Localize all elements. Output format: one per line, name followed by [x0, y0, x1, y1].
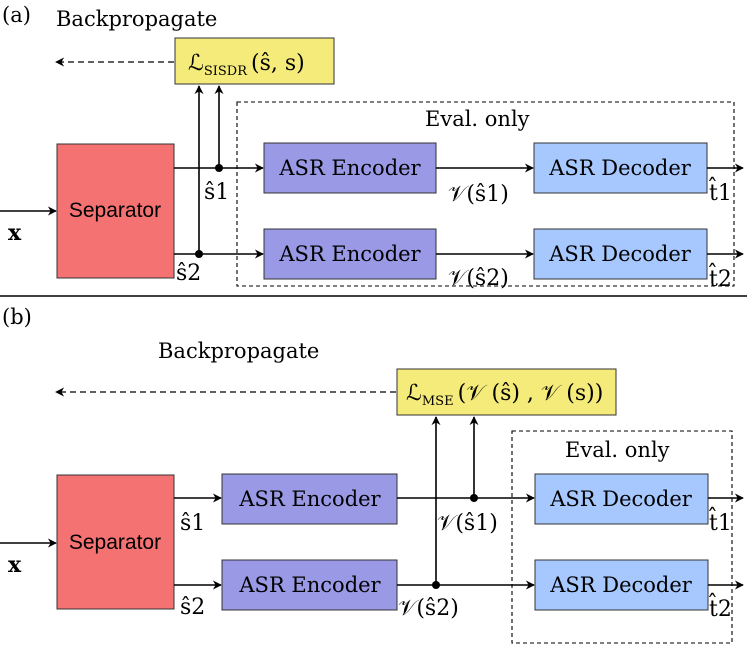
panel-b-decoder-1: [534, 473, 709, 525]
panel-a-t1-label: t̂1: [709, 177, 732, 206]
panel-a-encoder-2-label: ASR Encoder: [278, 242, 421, 266]
panel-a-separator-box: [56, 143, 175, 279]
panel-b-encoder-2: [221, 559, 398, 611]
panel-a-loss-sub: SISDR: [204, 64, 248, 79]
panel-a-eval-box: [236, 101, 735, 287]
panel-a-decoder-2-label: ASR Decoder: [548, 242, 692, 266]
panel-a-t2-label: t̂2: [709, 263, 732, 292]
panel-b-s1-label: ŝ1: [180, 511, 205, 536]
panel-b-encoder-1-label: ASR Encoder: [238, 487, 381, 511]
panel-a-backprop-label: Backpropagate: [56, 7, 217, 31]
panel-a-encoder-1: [263, 142, 437, 194]
panel-b-decoder-1-label: ASR Decoder: [549, 487, 693, 511]
panel-b-backprop-label: Backpropagate: [158, 339, 319, 363]
panel-b-encoder-2-label: ASR Encoder: [238, 573, 381, 597]
panel-a-s2-label: ŝ2: [176, 261, 201, 286]
panel-a-s1-label: ŝ1: [204, 180, 229, 205]
panel-b: (b) Backpropagate ℒMSE (𝒱 (ŝ) , 𝒱 (s)) Ev…: [0, 305, 744, 644]
panel-b-loss-main: ℒ: [406, 381, 422, 406]
panel-b-eval-box: [511, 430, 733, 644]
panel-b-input-label: x: [8, 552, 22, 578]
panel-b-separator-box: [56, 474, 175, 610]
panel-b-v1-label: 𝒱(ŝ1): [437, 511, 498, 536]
panel-a-s1-text: ŝ1: [204, 180, 229, 205]
panel-a-separator-label: Separator: [69, 199, 161, 222]
panel-a-v2-label: 𝒱(ŝ2): [448, 266, 509, 291]
panel-a-v1-label: 𝒱(ŝ1): [448, 182, 509, 207]
panel-a-loss-label: ℒSISDR(ŝ, s): [188, 51, 305, 79]
panel-b-s2-label: ŝ2: [180, 595, 205, 620]
panel-a-eval-label: Eval. only: [425, 107, 530, 131]
panel-b-loss-args: (𝒱 (ŝ) , 𝒱 (s)): [458, 381, 604, 406]
panel-a-input-label: x: [8, 220, 22, 246]
panel-b-t2-label: t̂2: [709, 593, 732, 622]
panel-a: (a) Backpropagate ℒSISDR(ŝ, s) Eval. onl…: [0, 3, 744, 292]
panel-a-decoder-2: [533, 228, 708, 280]
panel-b-v2-label: 𝒱(ŝ2): [398, 596, 459, 621]
panel-a-decoder-1: [533, 142, 708, 194]
panel-b-encoder-1: [221, 473, 398, 525]
panel-a-decoder-1-label: ASR Decoder: [548, 156, 692, 180]
panel-b-tag: (b): [2, 305, 32, 329]
panel-b-decoder-2: [534, 559, 709, 611]
panel-b-eval-label: Eval. only: [565, 438, 670, 462]
panel-b-loss-box: [396, 368, 617, 416]
panel-a-loss-box: [174, 37, 335, 85]
panel-b-t1-label: t̂1: [709, 507, 732, 536]
panel-b-loss-label: ℒMSE (𝒱 (ŝ) , 𝒱 (s)): [406, 381, 603, 409]
panel-a-loss-main: ℒ: [188, 51, 204, 76]
panel-a-tag: (a): [2, 3, 31, 27]
panel-b-loss-sub: MSE: [422, 394, 454, 409]
panel-b-decoder-2-label: ASR Decoder: [549, 573, 693, 597]
panel-a-loss-args: (ŝ, s): [251, 51, 305, 76]
panel-b-separator-label: Separator: [69, 531, 161, 554]
panel-a-s2-text: ŝ2: [176, 261, 201, 286]
panel-a-encoder-2: [263, 228, 437, 280]
panel-a-encoder-1-label: ASR Encoder: [278, 156, 421, 180]
